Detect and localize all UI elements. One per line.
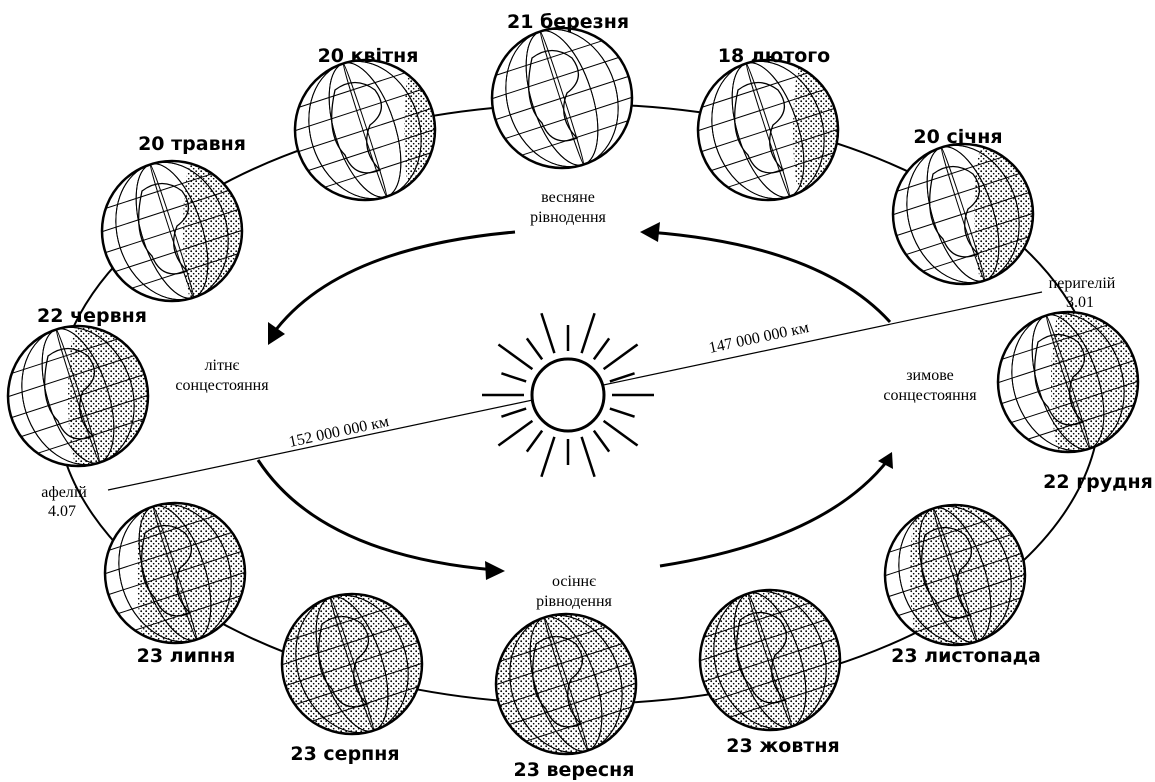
aphelion-date: 4.07 — [48, 503, 76, 520]
sun-ray — [541, 313, 554, 353]
night-shading — [984, 144, 1126, 284]
globe-march-21 — [482, 15, 641, 182]
aphelion-distance-label: 152 000 000 км — [287, 413, 390, 451]
sun-ray — [610, 373, 635, 381]
sun-ray — [541, 437, 554, 477]
perihelion-distance-label: 147 000 000 км — [707, 319, 810, 357]
date-label-november-23: 23 листопада — [891, 645, 1041, 667]
sun-ray — [582, 437, 595, 477]
globe-january-20 — [883, 131, 1126, 298]
sun-ray — [610, 409, 635, 417]
sun-ray — [501, 373, 526, 381]
sun-ray — [604, 421, 638, 446]
date-label-september-23: 23 вересня — [513, 759, 634, 781]
date-label-june-22: 22 червня — [37, 305, 147, 327]
globe-october-23 — [690, 577, 856, 744]
terminator — [793, 60, 813, 200]
winter-solstice-label-line2: сонцестояння — [883, 387, 977, 404]
spring-equinox-label-line1: весняне — [541, 189, 595, 206]
arrowhead-top-left — [268, 322, 285, 345]
perihelion-date: 3.01 — [1066, 294, 1094, 311]
date-label-december-22: 22 грудня — [1043, 471, 1153, 493]
date-label-october-23: 23 жовтня — [726, 735, 839, 757]
sun-ray — [527, 431, 542, 452]
autumn-equinox-label-line1: осіннє — [552, 573, 596, 590]
sun-ray — [498, 421, 532, 446]
date-label-may-20: 20 травня — [138, 133, 246, 155]
globe-november-23 — [875, 492, 1062, 659]
arrow-top-left — [272, 232, 515, 335]
arrow-bottom-right — [660, 460, 888, 566]
date-label-january-20: 20 січня — [913, 126, 1002, 148]
date-label-april-20: 20 квітня — [318, 45, 419, 67]
sun-disc — [532, 359, 604, 431]
globe-december-22 — [988, 299, 1155, 466]
winter-solstice-label-line1: зимове — [906, 367, 954, 384]
arrowhead-bottom-right — [878, 452, 893, 469]
sun-ray — [582, 313, 595, 353]
arrowhead-top-right — [640, 222, 660, 242]
night-shading — [147, 503, 289, 643]
sun-ray — [527, 338, 542, 359]
spring-equinox-label-line2: рівнодення — [530, 209, 606, 226]
sun-ray — [594, 431, 609, 452]
arrow-bottom-left — [258, 460, 495, 570]
globe-may-20 — [92, 148, 335, 315]
globe-september-23 — [486, 601, 645, 768]
summer-solstice-label-line2: сонцестояння — [175, 377, 269, 394]
arrow-top-right — [648, 232, 890, 322]
arrowhead-bottom-left — [485, 561, 505, 580]
date-label-july-23: 23 липня — [137, 645, 236, 667]
globe-june-22 — [0, 313, 220, 480]
summer-solstice-label-line1: літнє — [205, 357, 240, 374]
date-label-february-18: 18 лютого — [718, 45, 831, 67]
sun-ray — [604, 344, 638, 369]
autumn-equinox-label-line2: рівнодення — [536, 593, 612, 610]
terminator — [137, 503, 157, 643]
globe-july-23 — [95, 490, 289, 657]
perihelion-label: перигелій — [1049, 275, 1116, 292]
sun-ray — [594, 338, 609, 359]
terminator — [910, 505, 930, 645]
globe-august-23 — [272, 581, 438, 748]
night-shading — [1061, 312, 1155, 452]
date-label-august-23: 23 серпня — [290, 743, 399, 765]
sun-ray — [498, 344, 532, 369]
date-label-march-21: 21 березня — [507, 11, 629, 33]
aphelion-label: афелій — [41, 484, 87, 501]
sun-ray — [501, 409, 526, 417]
sun-icon — [482, 313, 654, 477]
night-shading — [193, 161, 335, 301]
